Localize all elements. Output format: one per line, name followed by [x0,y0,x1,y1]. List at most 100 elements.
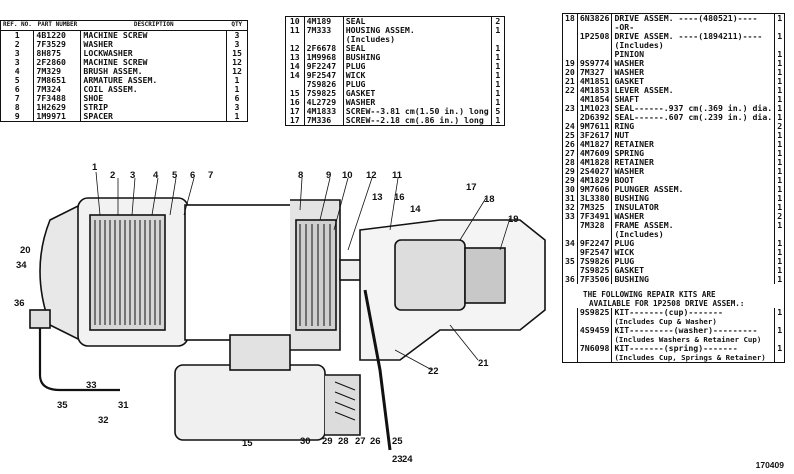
part-quantity: 1 [774,185,785,194]
part-number: 4M1829 [577,176,613,185]
part-description: DRIVE ASSEM. ----(480521)---- [614,13,758,24]
blank-cell [577,317,613,326]
part-quantity: 1 [490,116,505,126]
part-description: SPACER [83,111,113,122]
part-quantity: 1 [774,149,785,158]
callout-12: 12 [366,170,377,181]
qty-header: QTY [226,20,248,31]
ref-number: 4 [0,67,35,76]
part-description: WASHER [614,58,645,69]
part-number: 7M324 [33,85,82,94]
part-number: 3F2617 [577,131,613,140]
callout-13: 13 [372,192,383,203]
ref-number: 17 [285,107,305,116]
part-description: STRIP [83,102,109,113]
part-number [577,23,613,32]
part-description: NUT [614,130,630,141]
part-number: 4L2729 [304,98,344,107]
part-number: 9S9774 [577,59,613,68]
part-description: SEAL------.607 cm(.239 in.) dia. [614,112,773,123]
kit-part-number: 9S9825 [577,308,613,317]
callout-30: 30 [300,436,311,447]
ref-number: 36 [562,275,578,284]
part-quantity: 1 [774,32,785,41]
ref-number [562,113,578,122]
part-description: PLUG [345,79,366,90]
part-quantity: 1 [774,104,785,113]
part-quantity: 1 [774,131,785,140]
part-quantity: 1 [774,140,785,149]
part-number: 4B1220 [33,30,82,40]
ref-number [562,308,578,317]
callout-7: 7 [208,170,213,181]
callout-36: 36 [14,298,25,309]
parts-row: -OR- [562,23,785,32]
part-number: 2S4027 [577,167,613,176]
kit-quantity: 1 [774,326,785,335]
part-quantity: 1 [490,62,505,71]
ref-number: 14 [285,71,305,80]
part-quantity: 12 [226,58,248,67]
part-number: 4M1851 [577,77,613,86]
callout-5: 5 [172,170,178,181]
ref-number: 20 [562,68,578,77]
part-quantity: 1 [774,13,785,23]
part-description: SHAFT [614,94,640,105]
ref-number: 32 [562,203,578,212]
ref-number [562,326,578,335]
part-quantity: 1 [774,59,785,68]
part-quantity: 1 [774,68,785,77]
part-description: PINION [614,49,645,60]
part-description: WASHER [614,211,645,222]
part-description: PLUNGER ASSEM. [614,184,684,195]
callout-21: 21 [478,358,489,369]
part-number: 1M9968 [304,53,344,62]
part-quantity: 1 [774,257,785,266]
kit-note-line-1: THE FOLLOWING REPAIR KITS ARE [583,289,716,299]
part-description: HOUSING ASSEM. [345,25,415,36]
part-number: 8H875 [33,49,82,58]
part-description: SEAL------.937 cm(.369 in.) dia. [614,103,773,114]
part-number: 7F3529 [33,40,82,49]
callout-32: 32 [98,415,109,426]
ref-number: 17 [285,116,305,126]
ref-number: 3 [0,49,35,58]
part-number: 4M1828 [577,158,613,167]
kit-includes: (Includes Washers & Retainer Cup) [614,334,762,344]
callout-11: 11 [392,170,403,181]
part-quantity: 1 [774,50,785,59]
part-description: GASKET [345,88,376,99]
callout-27: 27 [355,436,366,447]
part-quantity: 1 [774,77,785,86]
kit-note-line-2: AVAILABLE FOR 1P2508 DRIVE ASSEM.: [589,298,745,308]
callout-6: 6 [190,170,195,181]
callout-17: 17 [466,182,477,193]
part-description: SPRING [614,148,645,159]
part-number: 9F2247 [577,239,613,248]
